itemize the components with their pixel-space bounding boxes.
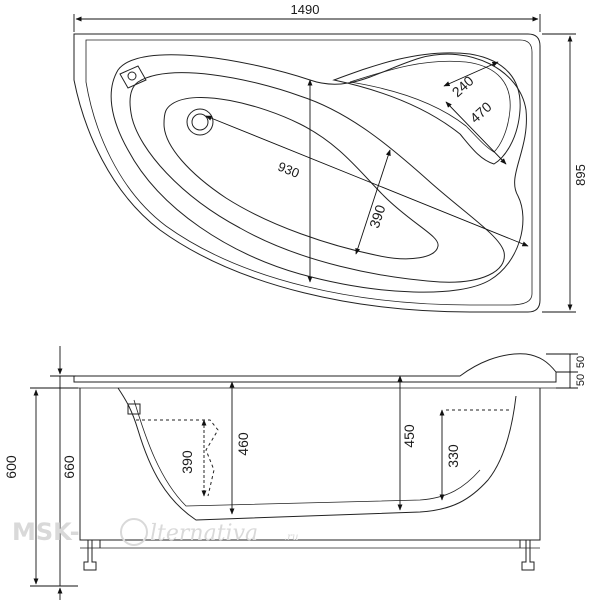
dim-line-930 — [205, 115, 529, 247]
label-inner-width: 390 — [366, 203, 389, 230]
dim-line-470 — [445, 101, 507, 165]
label-depth-middle: 450 — [401, 424, 417, 448]
top-view-rim-line — [85, 39, 533, 306]
top-view-outer-rim — [73, 33, 541, 313]
label-overall-width: 895 — [573, 164, 588, 186]
top-view-overflow — [119, 65, 147, 89]
label-rim-thickness-1: 50 — [575, 356, 587, 368]
label-inner-length: 930 — [276, 159, 302, 181]
top-view-basin-bottom — [163, 97, 439, 260]
dim-line-390-top — [355, 149, 391, 255]
top-view — [73, 33, 541, 313]
top-view-drain-inner — [191, 113, 209, 131]
label-depth-left: 460 — [235, 432, 251, 456]
side-view — [73, 353, 557, 571]
label-overall-length: 1490 — [291, 2, 320, 17]
label-depth-right: 330 — [445, 444, 461, 468]
label-headrest-length: 470 — [467, 98, 495, 126]
top-view-dimensions — [73, 14, 576, 313]
dim-line-240 — [443, 61, 499, 87]
side-view-rim — [73, 353, 557, 383]
side-view-apron — [79, 388, 541, 541]
watermark-domain: .ru — [284, 532, 298, 543]
side-view-right-foot — [521, 540, 535, 571]
side-view-basin — [117, 387, 517, 521]
side-view-basin-inner — [133, 399, 481, 507]
label-rim-thickness-2: 50 — [575, 374, 587, 386]
top-view-overflow-hole — [127, 71, 137, 81]
watermark-at-circle — [120, 518, 148, 546]
watermark-brand: MSK- — [12, 518, 80, 546]
label-headrest-width: 240 — [449, 72, 477, 100]
top-view-basin-inner — [129, 72, 505, 283]
side-view-overflow — [127, 403, 141, 415]
label-height-to-floor: 600 — [3, 455, 19, 479]
top-view-drain-outer — [186, 108, 214, 136]
watermark: MSK- lternativa .ru — [12, 518, 298, 546]
watermark-script: lternativa — [150, 521, 258, 546]
label-seat-depth: 390 — [179, 450, 195, 474]
side-view-seat-dashed — [136, 419, 219, 497]
side-view-dimensions — [30, 346, 578, 600]
label-height-overall: 660 — [61, 455, 77, 479]
side-view-left-foot — [83, 540, 97, 571]
